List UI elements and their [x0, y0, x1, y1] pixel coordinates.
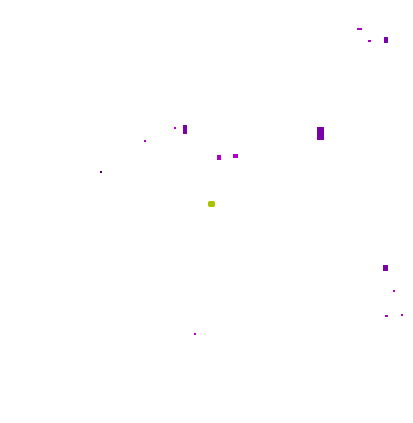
speck-center-green [208, 201, 215, 207]
speck-upper-mid-2 [233, 154, 238, 158]
speck-upper-left-2 [174, 127, 176, 129]
speck-right-4 [401, 314, 403, 316]
speck-upper-right-cluster [317, 127, 324, 140]
speck-top-right-3 [384, 37, 388, 43]
speck-bottom-mid [194, 333, 196, 335]
speck-left-dot [100, 171, 102, 173]
speck-right-2 [393, 290, 395, 292]
speck-top-right-1 [357, 28, 362, 30]
speck-top-right-2 [368, 40, 371, 42]
speck-upper-left-3 [183, 125, 187, 134]
speck-right-3 [385, 315, 388, 317]
speck-upper-left-1 [144, 140, 146, 142]
speck-right-1 [383, 265, 388, 271]
speck-upper-mid-1 [217, 155, 221, 160]
